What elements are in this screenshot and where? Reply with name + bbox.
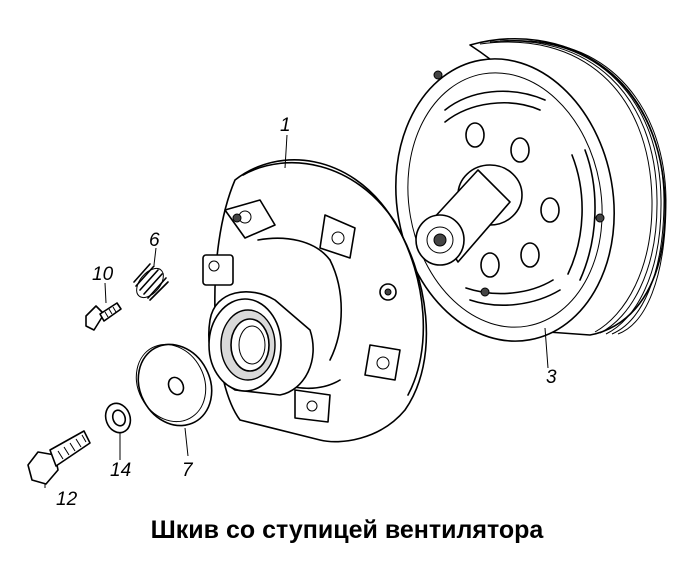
- label-part-7: 7: [182, 460, 194, 481]
- ring-part-14: [104, 402, 132, 434]
- hub-part-1: [202, 159, 428, 443]
- diagram-caption: Шкив со ступицей вентилятора: [150, 516, 544, 544]
- small-bolt-part-10: [85, 302, 122, 331]
- label-part-3: 3: [546, 367, 557, 388]
- label-part-12: 12: [56, 489, 78, 510]
- pulley-slots: [444, 90, 596, 306]
- spring-part-6: [133, 263, 169, 301]
- leader-lines: [44, 134, 549, 488]
- pulley-holes: [465, 122, 560, 278]
- label-part-6: 6: [149, 230, 160, 251]
- washer-part-7: [135, 343, 213, 427]
- pulley-part-3: [395, 37, 667, 342]
- pulley-grooves: [479, 40, 667, 335]
- pulley-shaft: [415, 164, 523, 266]
- bolt-part-12: [27, 430, 91, 485]
- label-part-1: 1: [280, 115, 291, 136]
- label-part-14: 14: [110, 460, 131, 481]
- label-part-10: 10: [92, 264, 114, 285]
